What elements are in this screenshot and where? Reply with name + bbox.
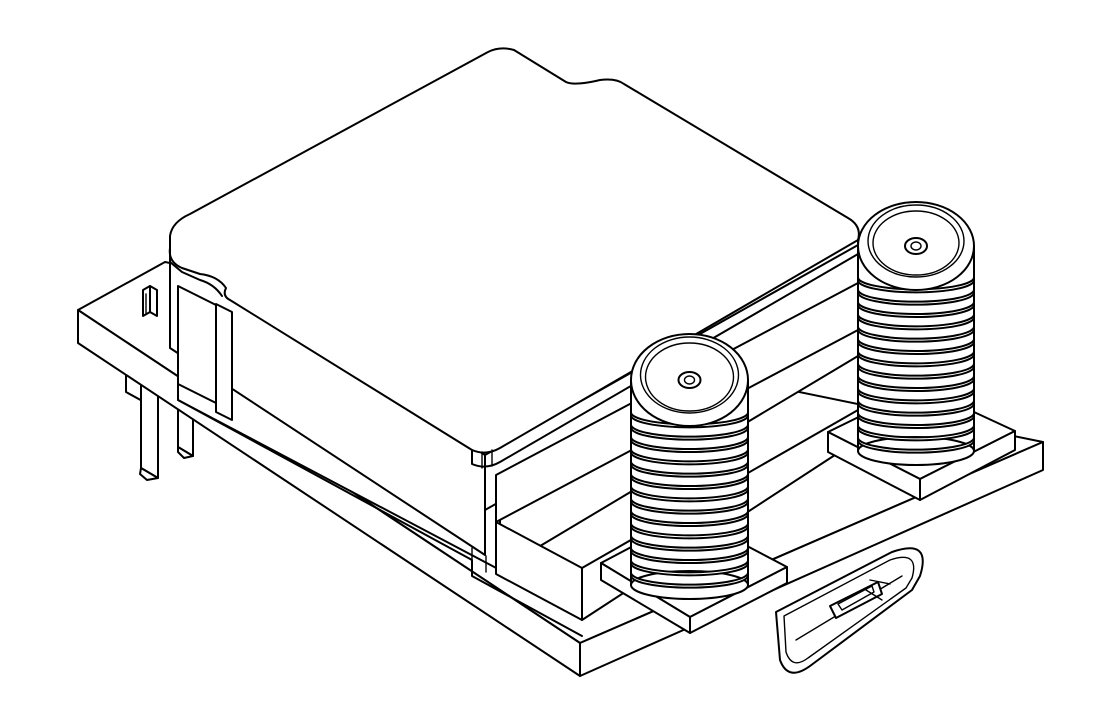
thread-ring	[857, 375, 975, 392]
thread-ring	[857, 436, 975, 454]
thread-ring	[630, 547, 749, 564]
thread-ring	[630, 436, 749, 453]
thread-ring	[630, 497, 749, 515]
thread-ring	[630, 559, 749, 577]
usb-c-port-icon	[829, 579, 891, 619]
thread-ring	[857, 387, 975, 405]
thread-ring	[857, 301, 975, 318]
thread-ring	[630, 522, 749, 540]
thread-ring	[857, 362, 975, 380]
thread-ring	[630, 485, 749, 503]
test-point-pin	[142, 285, 181, 317]
sma-connector-front	[600, 333, 788, 634]
thread-ring	[857, 424, 975, 442]
thread-ring	[630, 423, 749, 441]
thread-ring	[857, 313, 975, 331]
sma-thread-rings	[630, 411, 749, 589]
thread-ring	[857, 276, 975, 294]
thread-ring	[857, 399, 975, 417]
thread-ring	[630, 411, 749, 429]
thread-ring	[630, 460, 749, 478]
sma-thread-rings	[857, 276, 975, 454]
thread-ring	[857, 412, 975, 429]
sma-center-pin-icon	[904, 237, 928, 255]
thread-ring	[857, 350, 975, 368]
thread-ring	[630, 571, 749, 589]
thread-ring	[630, 448, 749, 466]
sma-center-pin-icon	[677, 371, 702, 389]
thread-ring	[857, 338, 975, 355]
thread-ring	[630, 534, 749, 552]
usb-c-connector	[775, 547, 924, 674]
thread-ring	[857, 288, 975, 306]
sma-connector-rear	[827, 201, 1016, 501]
thread-ring	[630, 510, 749, 527]
thread-ring	[630, 473, 749, 490]
thread-ring	[857, 325, 975, 343]
